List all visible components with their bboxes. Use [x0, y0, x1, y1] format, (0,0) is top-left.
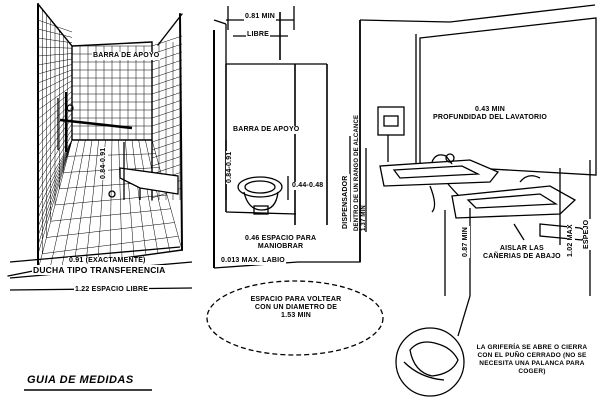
tile-line: [37, 85, 73, 111]
shower-grab-bar-label: BARRA DE APOYO: [92, 52, 161, 60]
tile-line: [37, 80, 73, 102]
shower-clear-label: 1.22 ESPACIO LIBRE: [74, 286, 150, 294]
insulate-line-2: CAÑERIAS DE ABAJO: [483, 253, 561, 260]
tile-line: [151, 35, 183, 47]
tile-line: [37, 139, 73, 237]
libre-width-label: 0.81 MIN: [244, 13, 276, 21]
tile-line: [46, 222, 175, 238]
dispenser-label: DISPENSADOR: [342, 174, 350, 230]
tile-line: [151, 67, 183, 79]
tile-line: [67, 153, 156, 157]
tile-line: [151, 91, 183, 103]
tile-line: [151, 163, 183, 175]
tile-line: [37, 46, 73, 49]
faucet-line-1: LA GRIFERÍA SE ABRE O CIERRA: [476, 344, 588, 351]
tile-line: [37, 139, 73, 255]
insulate-line-1: AISLAR LAS: [499, 245, 544, 252]
tile-line: [42, 236, 179, 254]
reach-range-label: DENTRO DE UN RANGO DE ALCANCE 1.37 MIN: [354, 114, 368, 232]
turning-line-2: CON UN DIAMETRO DE: [254, 304, 338, 311]
faucet-line-4: COGER): [518, 368, 546, 375]
faucet-note: LA GRIFERÍA SE ABRE O CIERRA CON EL PUÑO…: [466, 344, 598, 376]
lip-label: 0.013 MAX. LABIO: [220, 257, 286, 265]
seat-height-label: 0.44-0.48: [291, 182, 325, 190]
tile-line: [151, 147, 183, 159]
maneuver-line-2: MANIOBRAR: [257, 243, 304, 250]
mirror-label: ESPEJO: [583, 218, 591, 250]
tile-line: [151, 123, 183, 135]
tile-line: [151, 99, 183, 111]
reach-range-line-2: 1.37 MIN: [361, 205, 367, 231]
tile-line: [37, 58, 73, 66]
turning-line-1: ESPACIO PARA VOLTEAR: [250, 296, 342, 303]
lavatory-depth-line-1: 0.43 MIN: [475, 106, 506, 113]
tile-line: [37, 139, 73, 219]
tile-line: [151, 83, 183, 95]
tile-line: [37, 139, 73, 246]
shower-bar-height-label: 0.84-0.91: [100, 146, 108, 180]
insulate-label: AISLAR LAS CAÑERIAS DE ABAJO: [482, 245, 562, 261]
maneuver-label: 0.46 ESPACIO PARA MANIOBRAR: [244, 235, 318, 251]
tile-line: [37, 28, 73, 38]
turning-line-3: 1.53 MIN: [281, 312, 311, 319]
faucet-line-2: CON EL PUÑO CERRADO (NO SE: [477, 352, 587, 359]
lavatory-depth-label: 0.43 MIN PROFUNDIDAD DEL LAVATORIO: [432, 106, 549, 122]
reach-range-line-1: DENTRO DE UN RANGO DE ALCANCE: [354, 114, 360, 231]
sink-height-label: 0.87 MIN: [462, 226, 470, 258]
tile-line: [50, 208, 171, 222]
tile-line: [151, 131, 183, 143]
shower-type-label: DUCHA TIPO TRANSFERENCIA: [32, 265, 167, 275]
tile-line: [151, 59, 183, 71]
tile-line: [37, 53, 73, 57]
turning-label: ESPACIO PARA VOLTEAR CON UN DIAMETRO DE …: [240, 296, 352, 320]
tile-line: [151, 115, 183, 127]
shower-width-label: 0.91 (EXACTAMENTE): [68, 257, 147, 265]
maneuver-line-1: 0.46 ESPACIO PARA: [245, 235, 317, 242]
tile-line: [37, 69, 73, 84]
sink-max-label: 1.02 MAX: [567, 223, 575, 258]
faucet-line-3: NECESITA UNA PALANCA PARA: [479, 360, 585, 367]
libre-label: LIBRE: [246, 31, 270, 39]
tile-line: [151, 139, 183, 151]
tile-line: [37, 74, 73, 93]
tile-line: [37, 19, 73, 33]
tile-line: [37, 64, 73, 75]
toilet-grab-bar-label: BARRA DE APOYO: [232, 126, 301, 134]
lavatory-depth-line-2: PROFUNDIDAD DEL LAVATORIO: [433, 114, 548, 121]
tile-line: [37, 139, 73, 228]
tile-line: [151, 51, 183, 63]
tile-line: [151, 75, 183, 87]
diagram-title: GUIA DE MEDIDAS: [27, 374, 134, 386]
tile-line: [54, 194, 168, 206]
toilet-bar-height-label: 0.84-0.91: [226, 150, 234, 184]
tile-line: [151, 107, 183, 119]
tile-line: [37, 37, 73, 44]
tile-line: [63, 167, 160, 173]
tile-line: [151, 155, 183, 167]
